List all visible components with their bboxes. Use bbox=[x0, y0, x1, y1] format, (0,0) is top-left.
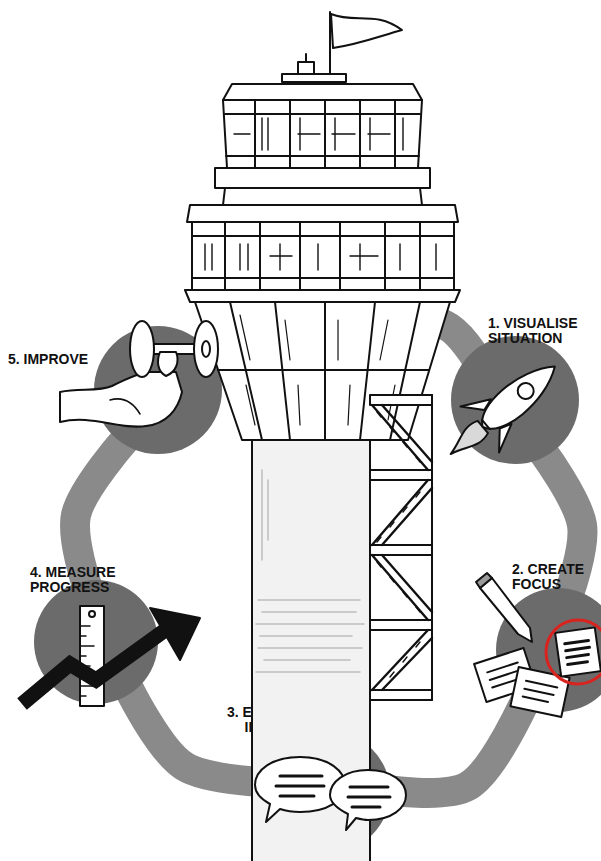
speech-bubbles-icon bbox=[255, 757, 406, 830]
ruler-ticks bbox=[80, 626, 94, 696]
step-label: 2. CREATE FOCUS bbox=[512, 562, 601, 593]
step-label: 5. IMPROVE bbox=[8, 352, 118, 367]
step-circle-fill bbox=[451, 336, 579, 464]
rocket-flame bbox=[444, 419, 489, 461]
pencil-eraser bbox=[476, 573, 492, 588]
pencil-and-notes-icon bbox=[474, 573, 601, 717]
fist bbox=[158, 352, 178, 376]
step-node: 3. ESTABLISH AGILE INTERACTIONS bbox=[270, 732, 390, 852]
flag-pole bbox=[329, 12, 331, 80]
dumbbell-bar bbox=[140, 344, 210, 354]
ledge bbox=[187, 205, 458, 222]
window-panes bbox=[234, 118, 403, 150]
ruler-and-arrow-icon bbox=[22, 606, 200, 706]
loop-band bbox=[205, 316, 476, 358]
flag bbox=[331, 14, 402, 48]
note-sheet bbox=[555, 627, 601, 676]
lower-cab bbox=[192, 222, 454, 290]
rocket-band bbox=[482, 420, 490, 429]
rocket-fin bbox=[487, 421, 520, 453]
rocket-icon bbox=[431, 344, 574, 477]
rocket-window bbox=[514, 380, 537, 403]
rocket-fin bbox=[460, 389, 493, 421]
flexed-arm bbox=[60, 372, 182, 427]
pencil bbox=[480, 578, 532, 642]
ruler bbox=[80, 606, 104, 706]
stair-landing bbox=[370, 395, 432, 700]
step-circle-fill bbox=[94, 326, 222, 454]
note-sheet bbox=[474, 648, 536, 702]
step-label: 1. VISUALISE SITUATION bbox=[488, 316, 600, 347]
cab-band bbox=[215, 168, 430, 188]
step-node: 4. MEASURE PROGRESS bbox=[34, 580, 158, 704]
ledge bbox=[185, 290, 460, 302]
step-circle bbox=[270, 732, 390, 852]
bubble-text-lines bbox=[276, 776, 324, 796]
step-circle-fill bbox=[34, 580, 158, 704]
step-circle bbox=[34, 580, 158, 704]
step-circle-fill bbox=[270, 732, 390, 852]
radar bbox=[298, 62, 314, 74]
step-icons bbox=[22, 321, 601, 830]
stair-flight bbox=[372, 405, 432, 690]
step-node: 1. VISUALISE SITUATION bbox=[451, 336, 579, 464]
upper-cab bbox=[223, 100, 422, 168]
tower-shaft bbox=[252, 440, 370, 861]
tower-taper bbox=[195, 302, 450, 440]
step-label: 4. MEASURE PROGRESS bbox=[30, 565, 130, 596]
step-circle bbox=[496, 588, 601, 712]
step-label: 3. ESTABLISH AGILE INTERACTIONS bbox=[212, 705, 382, 736]
window-panes bbox=[205, 244, 436, 270]
step-node: 2. CREATE FOCUS bbox=[496, 588, 601, 712]
ruler-hole bbox=[89, 611, 95, 617]
arm-and-dumbbell-icon bbox=[60, 321, 218, 427]
speech-bubble bbox=[330, 770, 406, 830]
stair-steps bbox=[377, 412, 420, 677]
dumbbell-weight bbox=[130, 321, 154, 377]
bubble-text-lines bbox=[348, 787, 390, 807]
progress-arrow-head bbox=[150, 608, 200, 660]
note-sheet bbox=[510, 667, 569, 717]
roof-rail bbox=[282, 74, 346, 82]
glass-glint bbox=[240, 315, 395, 425]
cab-band bbox=[223, 188, 422, 205]
roof bbox=[223, 84, 422, 100]
step-circle bbox=[451, 336, 579, 464]
loop-band bbox=[384, 697, 527, 793]
stair-rail bbox=[431, 395, 433, 700]
control-tower bbox=[185, 12, 460, 861]
highlight-ring bbox=[546, 620, 601, 684]
taper-frames bbox=[218, 302, 429, 440]
dumbbell-hub bbox=[202, 341, 210, 357]
speech-bubble bbox=[255, 757, 345, 822]
window-frames bbox=[225, 100, 420, 168]
antenna bbox=[305, 54, 307, 62]
step-circle-fill bbox=[496, 588, 601, 712]
rocket-body bbox=[473, 355, 565, 440]
window-frames bbox=[192, 222, 454, 290]
step-node: 5. IMPROVE bbox=[94, 326, 222, 454]
progress-arrow bbox=[22, 628, 168, 704]
shaft-shading bbox=[256, 470, 364, 672]
step-circle bbox=[94, 326, 222, 454]
dumbbell-weight bbox=[194, 321, 218, 377]
arm-crease bbox=[110, 399, 140, 414]
